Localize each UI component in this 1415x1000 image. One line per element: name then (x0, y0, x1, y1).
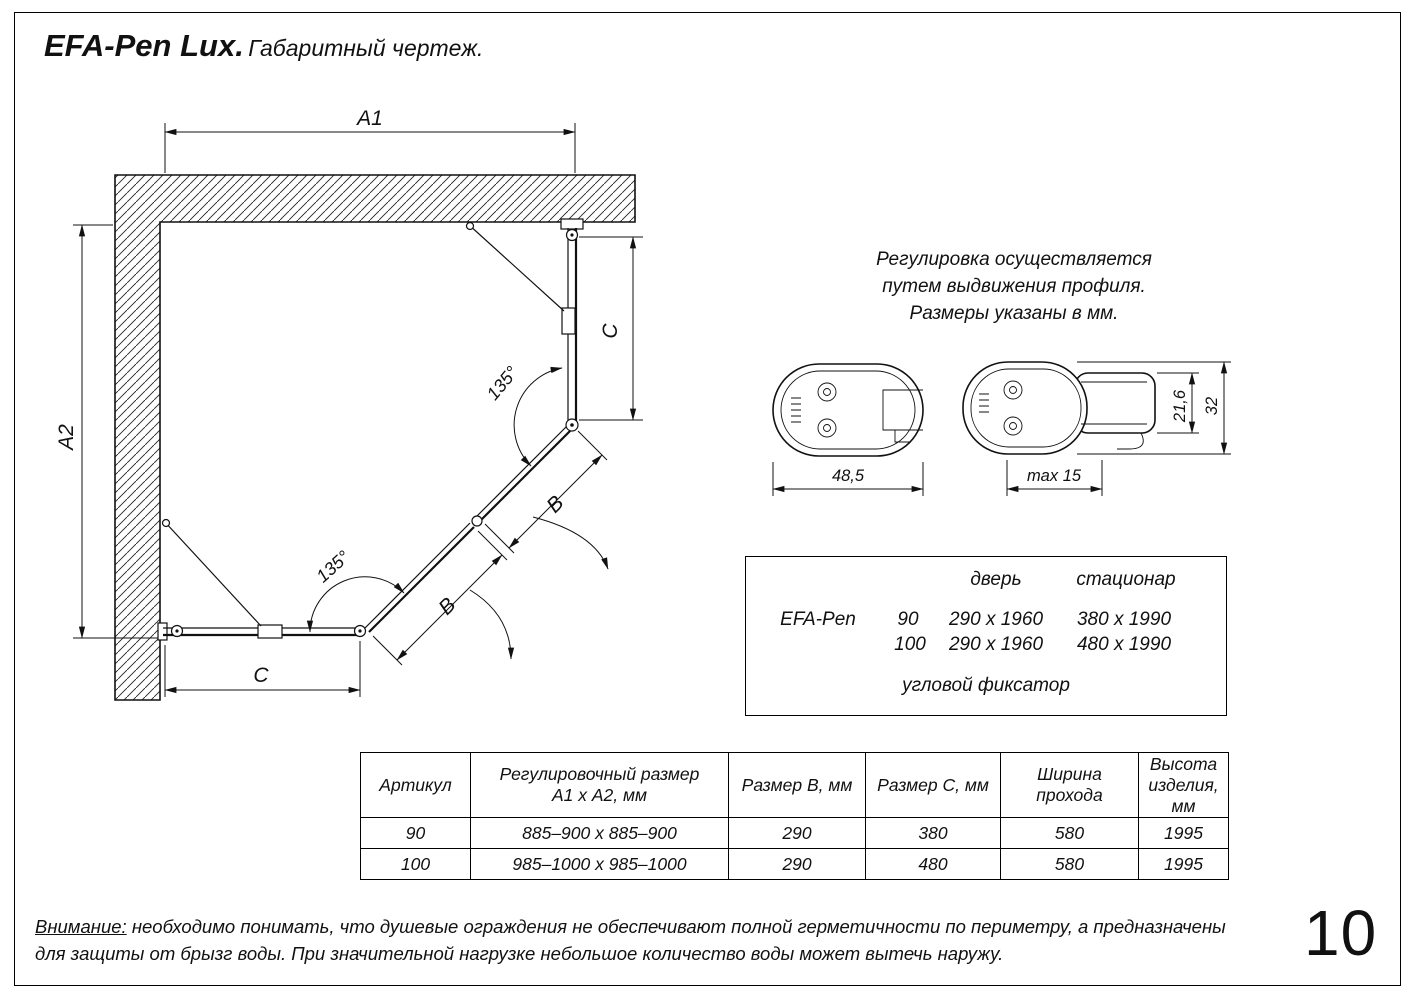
label-a1: A1 (355, 107, 383, 130)
spec-col-stationary: стационар (1076, 569, 1176, 590)
dimension-48-5: 48,5 (772, 462, 924, 496)
table-header-size-c: Размер С, мм (865, 752, 1001, 818)
dimensions-table: Артикул Регулировочный размер А1 х А2, м… (360, 752, 1229, 880)
warning-text-1: необходимо понимать, что душевые огражде… (126, 916, 1226, 937)
label-b-lower: B (434, 593, 460, 619)
dimension-32: 32 (1077, 361, 1231, 455)
spec-door-100: 290 x 1960 (948, 634, 1044, 655)
spec-size-90: 90 (897, 609, 919, 630)
table-cell: 380 (865, 817, 1001, 849)
dimension-b-lower: B (372, 530, 508, 666)
profile-section-right (962, 361, 1156, 455)
label-angle-bottom: 135° (312, 547, 353, 587)
label-angle-top: 135° (483, 362, 522, 403)
table-cell: 100 (360, 848, 471, 880)
label-48-5: 48,5 (832, 467, 865, 485)
door-split-hinge (471, 515, 483, 527)
spec-box: дверь стационар EFA-Pen 90 290 x 1960 38… (745, 556, 1227, 716)
table-header-row: Артикул Регулировочный размер А1 х А2, м… (360, 752, 1229, 818)
label-max15: max 15 (1027, 467, 1082, 485)
table-cell: 1995 (1138, 848, 1229, 880)
spec-stationary-90: 380 x 1990 (1076, 609, 1172, 630)
walls (114, 174, 636, 701)
warning-note: Внимание: необходимо понимать, что душев… (35, 913, 1253, 967)
spec-door-90: 290 x 1960 (948, 609, 1044, 630)
spec-footer-fixator: угловой фиксатор (902, 675, 1070, 696)
dimension-max15: max 15 (1006, 460, 1103, 496)
adjustment-note: Регулировка осуществляется путем выдвиже… (856, 246, 1172, 327)
label-c-bottom: C (253, 664, 269, 687)
note-line-2: путем выдвижения профиля. (882, 276, 1146, 297)
bottom-panel (157, 622, 367, 641)
page-title: EFA-Pen Lux. Габаритный чертеж. (44, 28, 483, 64)
support-brace-top (465, 221, 565, 312)
table-row-100: 100 985–1000 х 985–1000 290 480 580 1995 (360, 848, 1229, 880)
note-line-1: Регулировка осуществляется (876, 249, 1152, 270)
page-number: 10 (1304, 897, 1378, 969)
title-product: EFA-Pen Lux. (44, 28, 244, 63)
table-header-pass-width: Ширина прохода (1000, 752, 1139, 818)
table-cell: 290 (728, 817, 866, 849)
table-row-90: 90 885–900 х 885–900 290 380 580 1995 (360, 817, 1229, 849)
title-subtitle: Габаритный чертеж. (248, 35, 484, 61)
dimension-a1: A1 (164, 107, 576, 173)
spec-size-100: 100 (894, 634, 926, 655)
dimension-c-bottom: C (164, 641, 361, 697)
diagonal-panel-lower (364, 522, 475, 633)
table-header-size-b: Размер В, мм (728, 752, 866, 818)
dimension-c-right: C (579, 236, 643, 421)
note-line-3: Размеры указаны в мм. (909, 303, 1119, 324)
label-a2: A2 (55, 424, 78, 452)
table-cell: 90 (360, 817, 471, 849)
door-swing-arrows (469, 516, 609, 660)
spec-model: EFA-Pen (780, 609, 856, 630)
spec-col-door: дверь (970, 569, 1022, 590)
table-cell: 580 (1000, 848, 1139, 880)
table-header-adjust-size: Регулировочный размер А1 х А2, мм (470, 752, 729, 818)
label-c-right: C (599, 323, 622, 339)
dimension-b-upper: B (484, 430, 608, 554)
table-cell: 290 (728, 848, 866, 880)
label-b-upper: B (542, 491, 568, 517)
angle-135-bottom: 135° (306, 547, 405, 633)
table-header-height: Высота изделия, мм (1138, 752, 1229, 818)
label-32: 32 (1203, 397, 1221, 415)
spec-stationary-100: 480 x 1990 (1076, 634, 1172, 655)
fixed-panel-right (560, 218, 584, 423)
table-cell: 985–1000 х 985–1000 (470, 848, 729, 880)
warning-line-1: Внимание: необходимо понимать, что душев… (35, 913, 1253, 940)
warning-label: Внимание: (35, 916, 127, 937)
main-drawing: A1 A2 C B (55, 107, 643, 701)
profile-sections-drawing: 48,5 max 15 21,6 32 (772, 361, 1231, 496)
table-cell: 580 (1000, 817, 1139, 849)
label-21-6: 21,6 (1171, 389, 1189, 423)
table-cell: 885–900 х 885–900 (470, 817, 729, 849)
support-brace-bottom (161, 518, 262, 627)
table-header-artikul: Артикул (360, 752, 471, 818)
warning-line-2: для защиты от брызг воды. При значительн… (35, 943, 1004, 964)
dimension-a2: A2 (55, 224, 158, 639)
page-border (14, 12, 1401, 986)
table-cell: 480 (865, 848, 1001, 880)
dimension-21-6: 21,6 (1157, 372, 1199, 434)
table-cell: 1995 (1138, 817, 1229, 849)
profile-section-left (772, 363, 924, 457)
